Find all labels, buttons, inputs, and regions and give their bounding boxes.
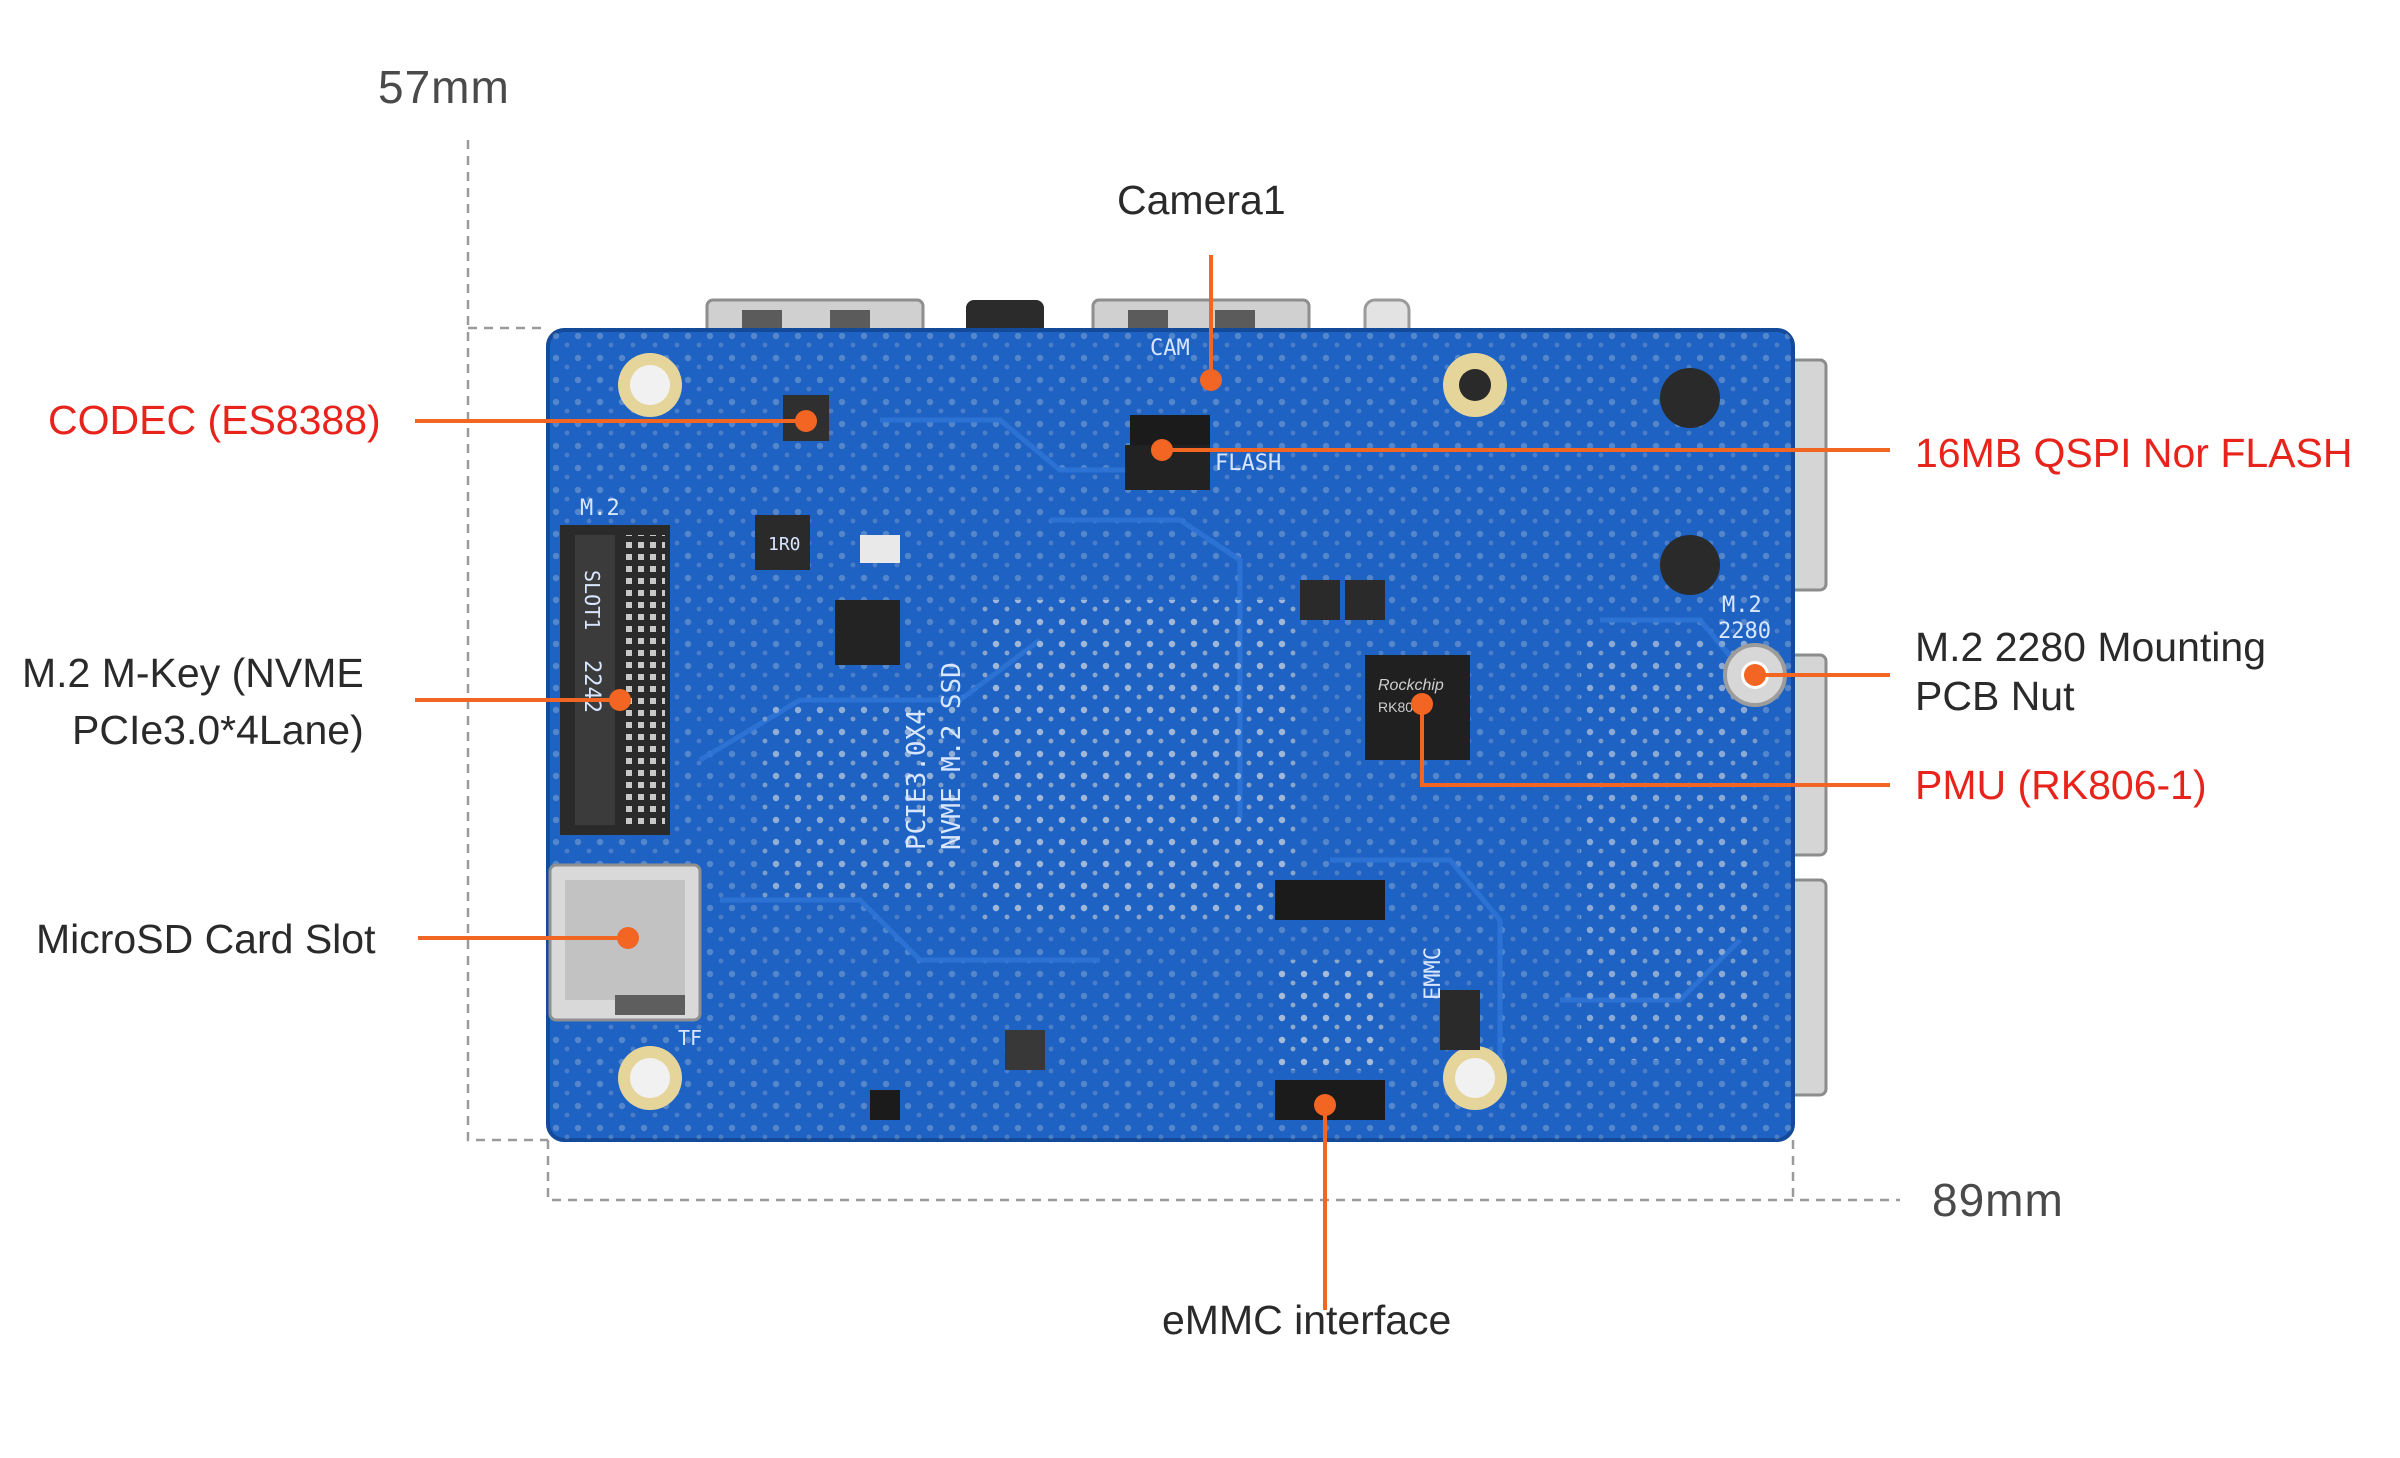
callout-m2-mkey-line1: M.2 M-Key (NVME (22, 650, 364, 696)
callout-emmc: eMMC interface (1162, 1297, 1452, 1343)
leader-lines (415, 255, 1890, 1310)
silk-m2: M.2 (580, 496, 620, 521)
callout-m2-mkey-line2: PCIe3.0*4Lane) (72, 707, 364, 753)
chip-pmu-part: RK806 (1378, 699, 1421, 715)
silk-cam: CAM (1150, 336, 1190, 361)
silk-flash: FLASH (1215, 451, 1281, 476)
silk-emmc: EMMC (1421, 947, 1446, 1000)
callout-mount-line2: PCB Nut (1915, 673, 2075, 719)
chip-pmu-brand: Rockchip (1378, 677, 1444, 694)
callout-qspi-flash: 16MB QSPI Nor FLASH (1915, 430, 2353, 476)
callout-microsd: MicroSD Card Slot (36, 916, 376, 962)
components (755, 395, 1480, 1120)
leader-dots (609, 369, 1766, 1116)
dimension-height-label: 57mm (378, 61, 510, 113)
right-connectors (1784, 358, 1828, 1097)
callout-mount-line1: M.2 2280 Mounting (1915, 624, 2267, 670)
callout-camera1: Camera1 (1117, 177, 1286, 223)
silk-tf: TF (678, 1026, 702, 1050)
silkscreen: M.2 SLOT1 2242 PCIE3.0X4 NVME M.2 SSD CA… (579, 336, 1771, 1050)
silk-pcie-line2: NVME M.2 SSD (937, 662, 967, 850)
m2-slot-connector (560, 525, 670, 835)
silk-slot: SLOT1 (580, 570, 604, 630)
silk-size: 2242 (579, 660, 604, 713)
silk-pcie-line1: PCIE3.0X4 (902, 709, 932, 850)
callout-pmu: PMU (RK806-1) (1915, 762, 2207, 808)
silk-inductor: 1R0 (768, 534, 801, 555)
silk-m2-2280-line2: 2280 (1718, 619, 1771, 644)
mounting-holes (618, 353, 1720, 1110)
dimension-width-label: 89mm (1932, 1174, 2064, 1226)
callout-codec: CODEC (ES8388) (48, 397, 381, 443)
silk-m2-2280-line1: M.2 (1722, 593, 1762, 618)
dimension-lines (466, 140, 1900, 1202)
